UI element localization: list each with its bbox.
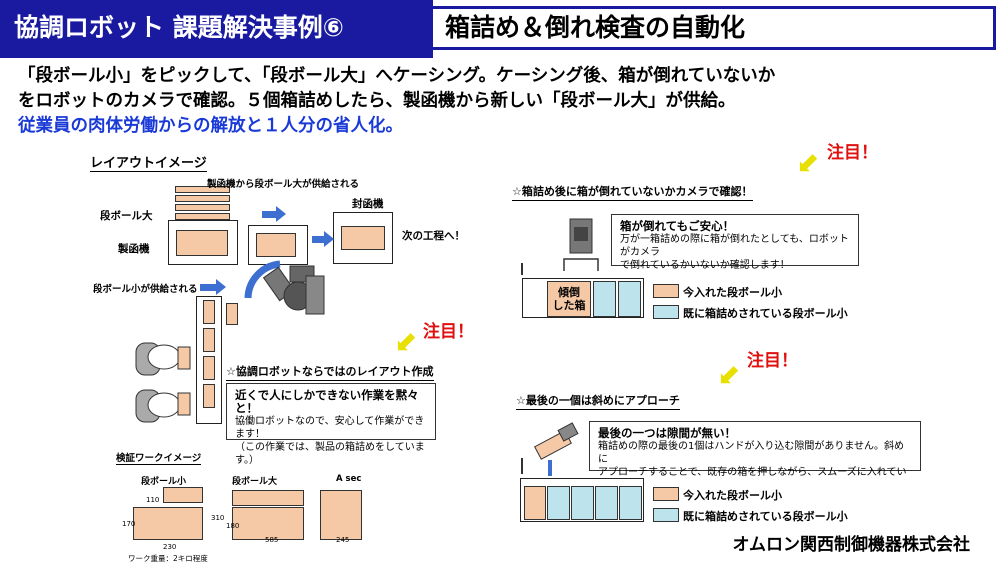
camera-robot (520, 215, 610, 277)
legend-done: 既に箱詰めされている段ボール小 (683, 307, 848, 320)
packed-box (593, 281, 616, 317)
carton-small (203, 300, 215, 324)
cobot-callout-body: （この作業では、製品の箱詰めをしています。） (235, 442, 425, 466)
description-line: をロボットのカメラで確認。５個箱詰めしたら、製函機から新しい「段ボール大」が供給… (18, 91, 736, 111)
packed-box (595, 486, 618, 520)
legend-swatch-new (653, 284, 679, 298)
approach-robot (520, 418, 590, 478)
packed-box (618, 281, 641, 317)
supply-small-label: 段ボール小が供給される (93, 284, 198, 295)
cobot-callout-title: 近くで人にしかできない作業を黙々と！ (235, 388, 419, 415)
carton-stack (175, 204, 230, 211)
carton-large (176, 230, 228, 256)
header: 協調ロボット 課題解決事例⑥ 箱詰め＆倒れ検査の自動化 (0, 0, 1002, 58)
work-small-top (163, 487, 203, 503)
camera-callout-body: で倒れているかいないか確認します！ (620, 260, 790, 271)
dim-label: 585 (265, 536, 279, 544)
attention-label: 注目！ (747, 351, 798, 371)
work-small-label: 段ボール小 (141, 477, 187, 487)
carton-packing (256, 233, 296, 257)
camera-heading: ☆箱詰め後に箱が倒れていないかカメラで確認！ (512, 183, 753, 201)
flow-arrow (312, 236, 326, 243)
page-title: 協調ロボット 課題解決事例⑥ (0, 0, 433, 58)
next-process-label: 次の工程へ！ (402, 230, 465, 242)
work-weight: ワーク重量：2キロ程度 (128, 554, 208, 563)
approach-callout-title: 最後の一つは隙間が無い！ (598, 426, 736, 440)
cobot-callout: 近くで人にしかできない作業を黙々と！ 協働ロボットなので、安心して作業ができます… (226, 383, 436, 466)
dim-label: 310 (211, 514, 225, 522)
legend-swatch-new (653, 487, 679, 501)
flow-arrow-head (324, 231, 334, 247)
fallen-box-label: した箱 (552, 299, 586, 312)
sealer-label: 封函機 (352, 198, 384, 210)
carton-stack (175, 195, 230, 202)
flow-arrow-head (216, 279, 226, 295)
description-line: 「段ボール小」をピックして、「段ボール大」へケーシング。ケーシング後、箱が倒れて… (18, 66, 776, 86)
flow-arrow (262, 211, 278, 218)
page-subtitle: 箱詰め＆倒れ検査の自動化 (433, 6, 996, 50)
legend-swatch-done (653, 508, 679, 522)
supply-large-label: 製函機から段ボール大が供給される (207, 179, 360, 190)
camera-callout: 箱が倒れてもご安心！ 万が一箱詰めの際に箱が倒れたとしても、ロボットがカメラ で… (611, 214, 859, 271)
carton-sealed (341, 226, 385, 250)
description: 「段ボール小」をピックして、「段ボール大」へケーシング。ケーシング後、箱が倒れて… (18, 64, 993, 139)
dim-label: 245 (336, 536, 350, 544)
flow-arrow-head (276, 206, 286, 222)
carton-small (203, 328, 215, 352)
work-large-top (232, 490, 304, 506)
approach-callout-body: 箱詰めの際の最後の1個はハンドが入り込む隙間がありません。斜めに (598, 441, 905, 465)
work-large-label: 段ボール大 (232, 477, 278, 487)
carton-stack (175, 213, 230, 220)
carton-small (226, 303, 238, 325)
fallen-box: 傾倒 した箱 (547, 281, 591, 317)
work-small-front (133, 507, 203, 540)
legend-new: 今入れた段ボール小 (683, 286, 782, 299)
packed-box (571, 486, 594, 520)
pointing-hand-icon: ⬋ (717, 358, 741, 391)
cobot-callout-body: 協働ロボットなので、安心して作業ができます！ (235, 416, 425, 440)
dim-label: 180 (226, 522, 240, 530)
dim-label: 230 (163, 543, 177, 551)
work-large-front (232, 507, 304, 540)
fallen-box-label: 傾倒 (558, 286, 580, 299)
pointing-hand-icon: ⬋ (796, 146, 820, 179)
camera-callout-title: 箱が倒れてもご安心！ (620, 219, 735, 233)
legend-done: 既に箱詰めされている段ボール小 (683, 510, 848, 523)
approach-callout: 最後の一つは隙間が無い！ 箱詰めの際の最後の1個はハンドが入り込む隙間がありませ… (589, 421, 921, 491)
work-asec-label: A sec (336, 474, 362, 484)
approach-heading: ☆最後の一個は斜めにアプローチ (516, 392, 680, 410)
description-highlight: 従業員の肉体労働からの解放と１人分の省人化。 (18, 116, 403, 136)
camera-callout-body: 万が一箱詰めの際に箱が倒れたとしても、ロボットがカメラ (620, 234, 849, 258)
robot-arm (240, 258, 330, 318)
flow-arrow (200, 284, 218, 291)
packed-box (547, 486, 570, 520)
work-image-title: 検証ワークイメージ (116, 450, 202, 465)
box-former-label: 製函機 (118, 243, 150, 255)
legend-new: 今入れた段ボール小 (683, 489, 782, 502)
new-box (524, 486, 546, 520)
carton-small (203, 384, 215, 408)
work-asec (320, 490, 362, 540)
company-name: オムロン関西制御機器株式会社 (732, 535, 971, 555)
dim-label: 170 (122, 520, 136, 528)
legend-swatch-done (653, 305, 679, 319)
pointing-hand-icon: ⬋ (394, 325, 418, 358)
attention-label: 注目！ (827, 143, 878, 163)
dim-label: 110 (146, 496, 160, 504)
attention-label: 注目！ (423, 322, 474, 342)
cobot-heading: ☆協調ロボットならではのレイアウト作成 (226, 363, 434, 381)
carton-small (203, 356, 215, 380)
layout-title: レイアウトイメージ (90, 152, 207, 172)
worker-icons (132, 335, 196, 430)
box-large-label: 段ボール大 (100, 210, 153, 222)
packed-box (619, 486, 642, 520)
carton-stack (175, 186, 230, 193)
